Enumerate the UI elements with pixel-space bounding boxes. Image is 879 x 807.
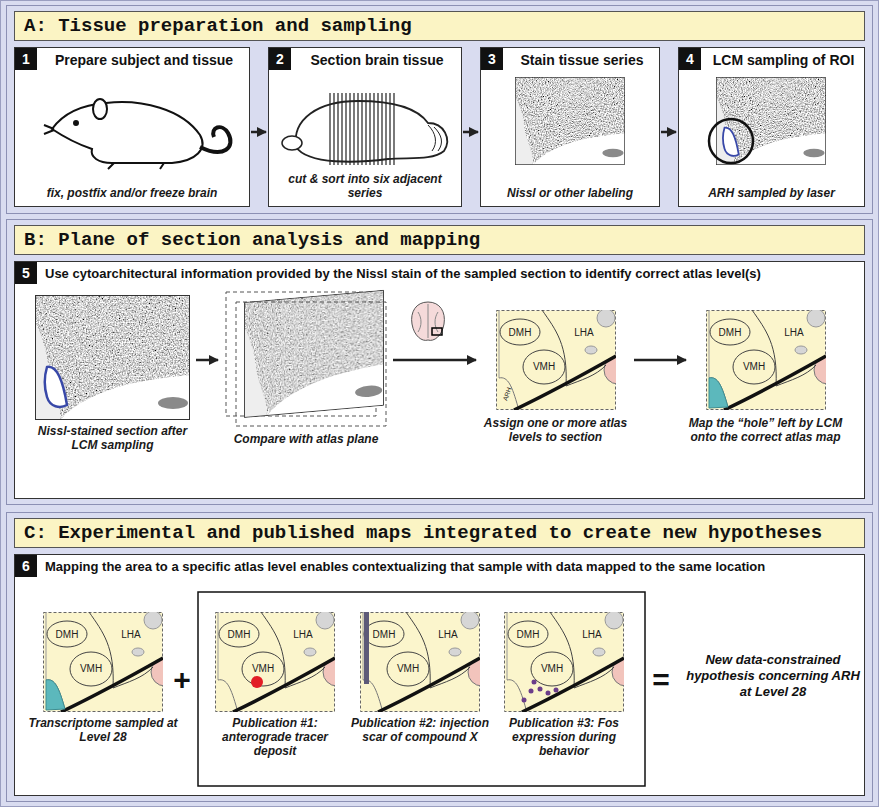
atlas-maps — [44, 309, 843, 712]
region-label: DMH — [719, 327, 742, 338]
atlas-map: DMH LHA VMH ARH Assign one or more atlas lev… — [478, 310, 633, 460]
step-number: 4 — [679, 48, 701, 70]
box-grounds — [14, 47, 865, 796]
map-caption: Transcriptome sampled at Level 28 — [28, 716, 178, 744]
map-caption: Publication #1: anterograde tracer depos… — [205, 716, 345, 758]
region-label: VMH — [397, 663, 419, 674]
atlas-map: DMH LHA VMH Map the “hole” left by LCM onto… — [688, 310, 843, 460]
image-caption: Compare with atlas plane — [224, 432, 388, 446]
region-label: VMH — [533, 361, 555, 372]
tilted-section — [244, 290, 384, 418]
lcm-hole — [45, 367, 67, 407]
brain-drawing — [282, 93, 447, 165]
step-box: 3 Stain tissue seriesNissl or other label… — [480, 47, 660, 207]
atlas-map: DMH LHA VMH Publication #1: anterograde tra… — [205, 612, 345, 780]
region-label: ARH — [501, 386, 512, 401]
step-number: 1 — [15, 48, 37, 70]
flow-arrow — [634, 359, 686, 362]
step-box: 4 LCM sampling of ROI ARH sampled by laser — [678, 47, 865, 207]
nissl-image — [35, 295, 190, 420]
atlas-plane-frame — [236, 302, 386, 426]
rat-drawing — [44, 99, 230, 169]
image-caption: Nissl-stained section after LCM sampling — [34, 424, 191, 452]
step-title: Mapping the area to a specific atlas lev… — [45, 558, 858, 575]
region-label: LHA — [121, 629, 140, 640]
roi-circle — [709, 119, 753, 163]
region-label: LHA — [438, 629, 457, 640]
step-title: Section brain tissue — [297, 51, 457, 69]
hypothesis-note: New data-constrained hypothesis concerni… — [683, 652, 863, 700]
section-header: B: Plane of section analysis and mapping — [14, 225, 865, 255]
atlas-map: DMH LHA VMH Transcriptome sampled at Level … — [28, 612, 178, 780]
operator-sign: + — [168, 662, 196, 698]
step-number: 6 — [15, 555, 37, 577]
region-label: VMH — [541, 663, 563, 674]
step-caption: fix, postfix and/or freeze brain — [19, 186, 245, 200]
region-label: DMH — [517, 629, 540, 640]
step-number: 2 — [269, 48, 291, 70]
step-title: Stain tissue series — [509, 51, 655, 69]
region-label: LHA — [784, 327, 803, 338]
section-header: C: Experimental and published maps integ… — [14, 518, 865, 548]
step-box: 5 Use cytoarchitectural information provi… — [14, 261, 865, 499]
region-label: DMH — [56, 629, 79, 640]
section-panel: B: Plane of section analysis and mapping… — [6, 219, 873, 505]
image-panel: Nissl-stained section after LCM sampling — [30, 292, 195, 460]
operator-sign: = — [646, 662, 676, 698]
lcm-hole — [723, 128, 739, 156]
flow-arrow — [463, 131, 478, 134]
map-caption: Publication #3: Fos expression during be… — [492, 716, 636, 758]
step-title: Prepare subject and tissue — [43, 51, 245, 69]
atlas-map: DMH LHA VMH Publication #3: Fos expression … — [492, 612, 636, 780]
brain-icon — [412, 302, 445, 340]
flow-arrow — [251, 131, 266, 134]
nissl-image — [515, 77, 625, 165]
region-label: LHA — [293, 629, 312, 640]
region-label: VMH — [252, 663, 274, 674]
step-box: 1 Prepare subject and tissue fix, postfix … — [14, 47, 250, 207]
step-title: LCM sampling of ROI — [707, 51, 860, 69]
region-label: VMH — [743, 361, 765, 372]
section-panel: A: Tissue preparation and sampling 1 Prepa… — [6, 5, 873, 214]
step-title: Use cytoarchitectural information provid… — [45, 265, 858, 282]
flow-arrow — [196, 359, 218, 362]
step-box: 2 Section brain tissue cut & sort into six… — [268, 47, 462, 207]
region-label: DMH — [509, 327, 532, 338]
step-caption: Nissl or other labeling — [485, 186, 655, 200]
region-label: DMH — [228, 629, 251, 640]
map-caption: Map the “hole” left by LCM onto the corr… — [688, 416, 843, 444]
map-caption: Assign one or more atlas levels to secti… — [478, 416, 633, 444]
map-caption: Publication #2: injection scar of compou… — [350, 716, 490, 744]
step-number: 3 — [481, 48, 503, 70]
step-number: 5 — [15, 262, 37, 284]
image-panel: Compare with atlas plane — [220, 288, 392, 462]
atlas-map: DMH LHA VMH Publication #2: injection scar … — [350, 612, 490, 780]
flow-arrow — [661, 131, 676, 134]
section-header: A: Tissue preparation and sampling — [14, 11, 865, 41]
region-label: LHA — [582, 629, 601, 640]
publication-frame — [198, 592, 645, 786]
region-label: DMH — [373, 629, 396, 640]
step-caption: cut & sort into six adjacent series — [273, 172, 457, 200]
flow-arrow — [393, 359, 476, 362]
region-label: LHA — [574, 327, 593, 338]
region-label: VMH — [80, 663, 102, 674]
step-caption: ARH sampled by laser — [683, 186, 860, 200]
nissl-image — [716, 77, 826, 165]
